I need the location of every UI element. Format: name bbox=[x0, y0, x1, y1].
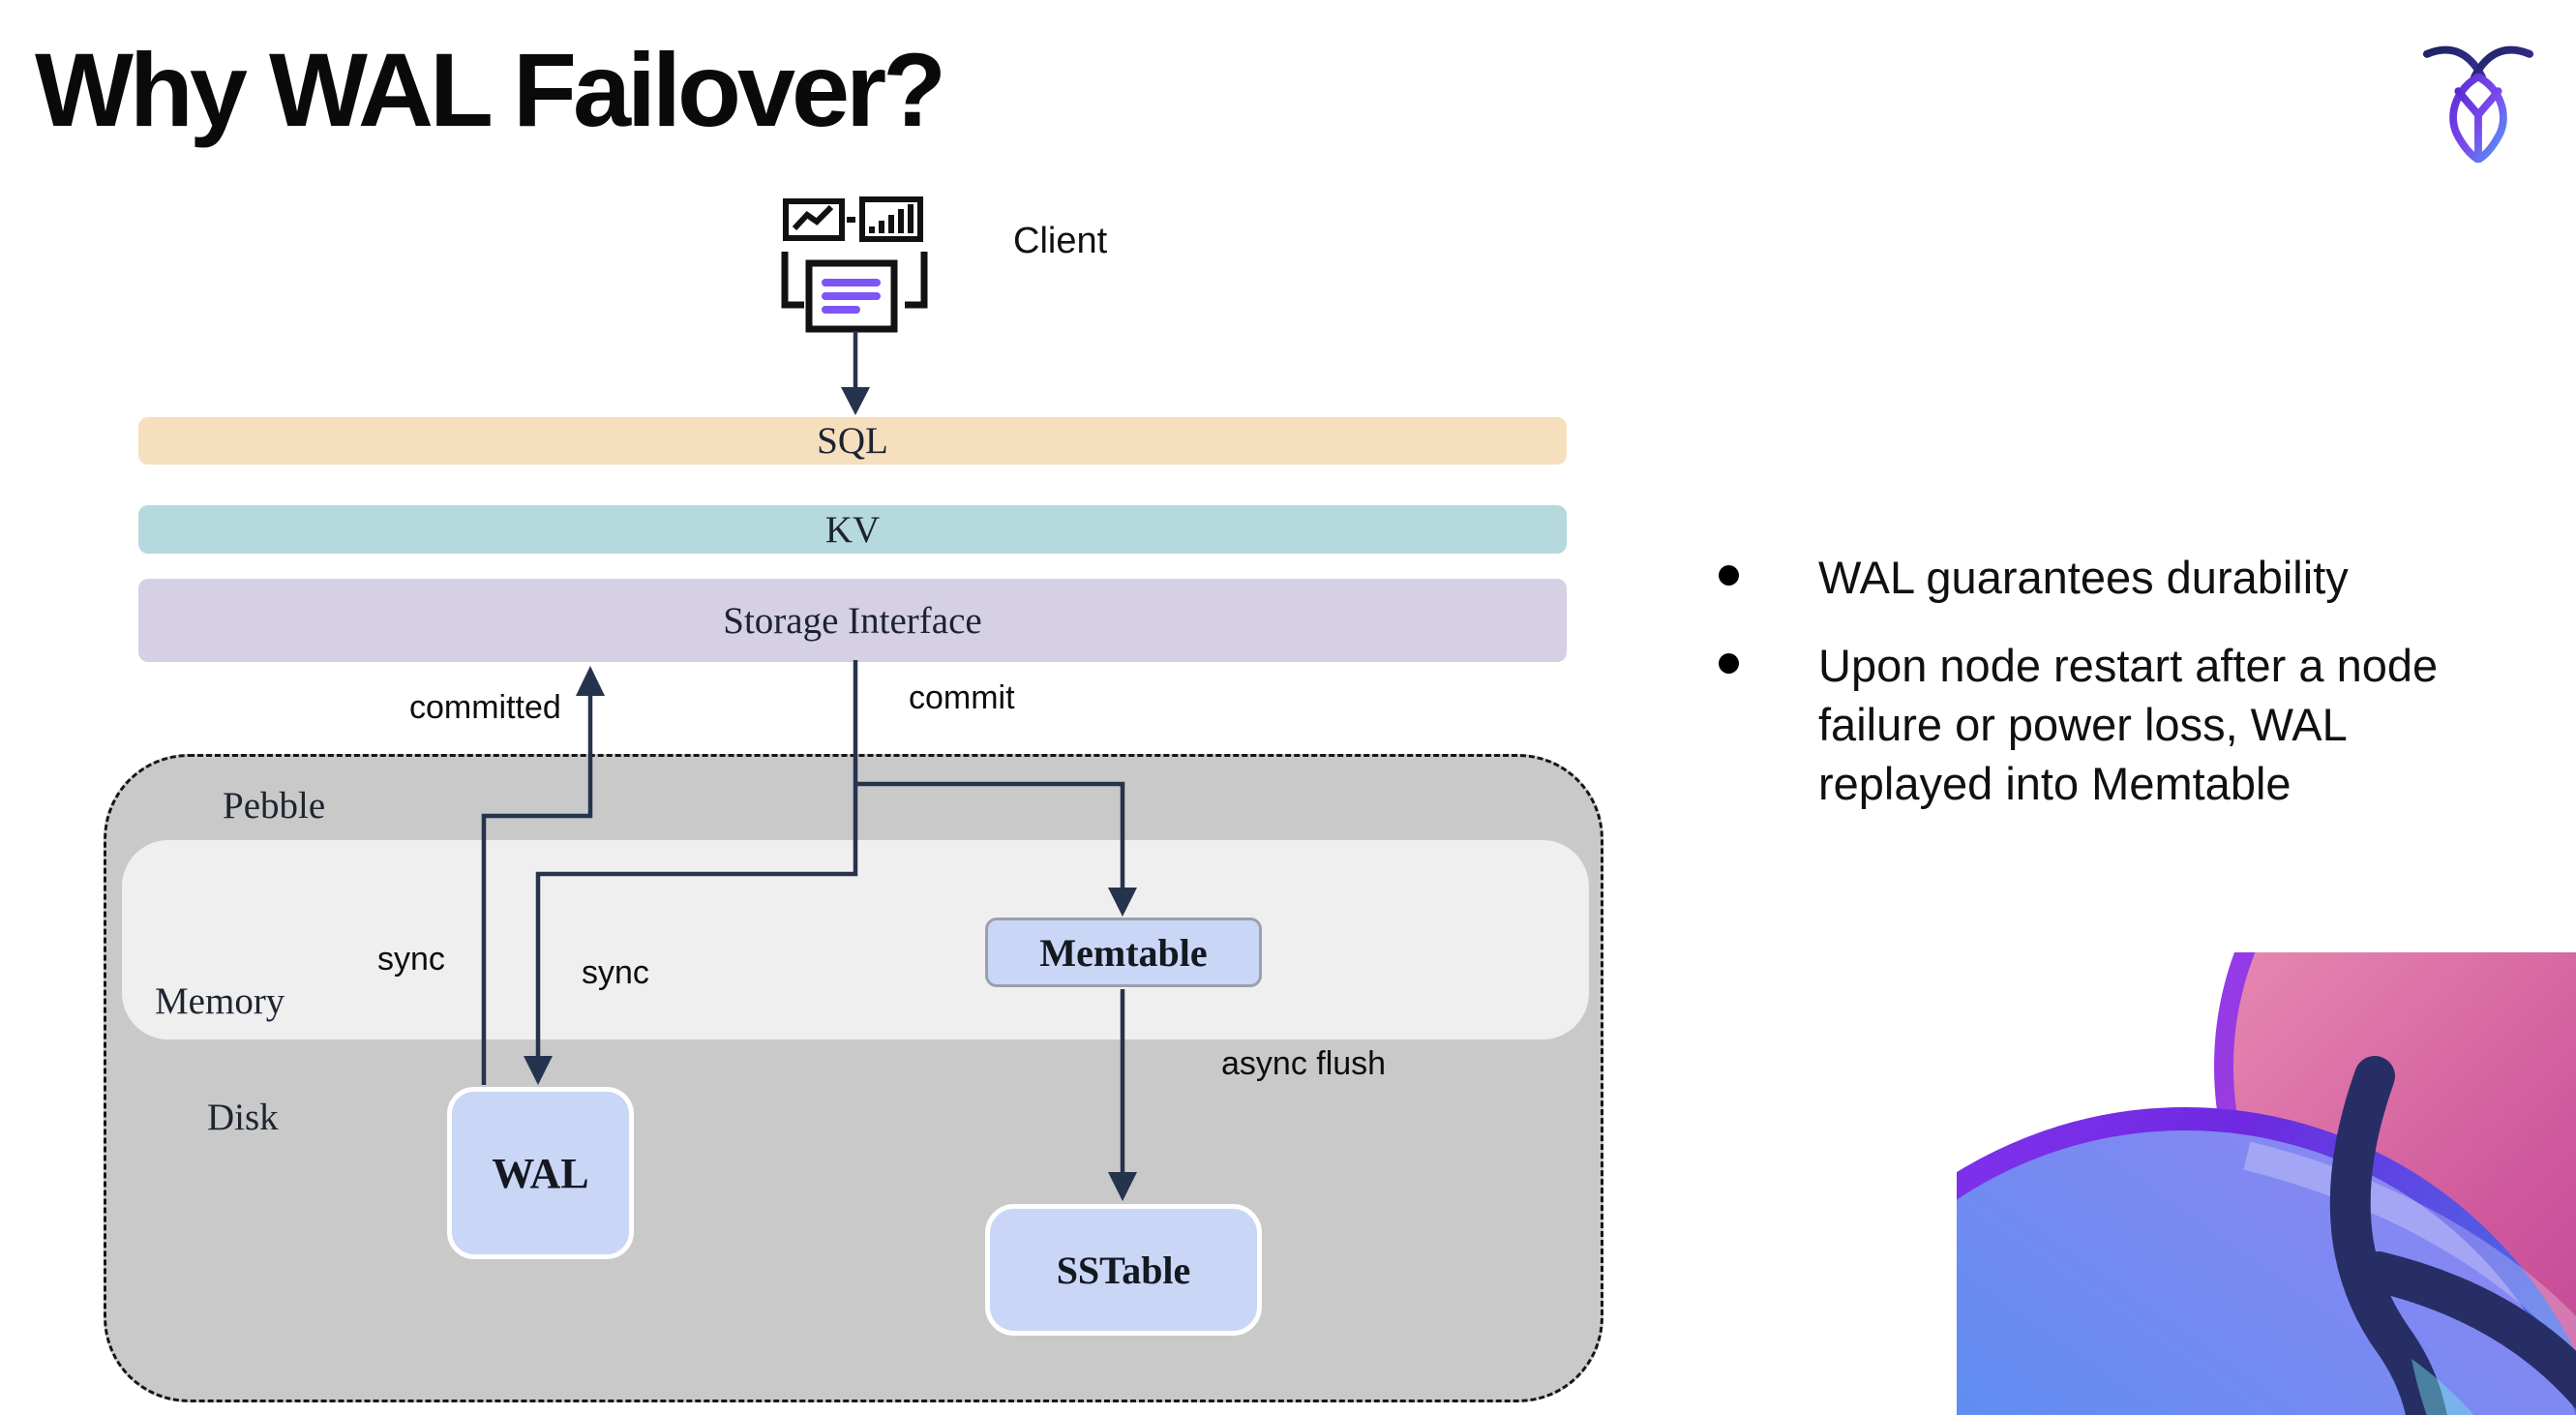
wal-node: WAL bbox=[447, 1087, 634, 1259]
pebble-label: Pebble bbox=[223, 785, 326, 827]
page-title: Why WAL Failover? bbox=[35, 31, 946, 148]
storage-interface-layer-bar: Storage Interface bbox=[138, 579, 1567, 662]
client-label: Client bbox=[1013, 221, 1108, 261]
bullet-text: Upon node restart after a node failure o… bbox=[1818, 640, 2439, 809]
bullet-item: Upon node restart after a node failure o… bbox=[1715, 636, 2537, 813]
memtable-label: Memtable bbox=[1039, 930, 1208, 975]
bullet-item: WAL guarantees durability bbox=[1715, 548, 2537, 607]
edge-label-commit: commit bbox=[909, 679, 1015, 716]
memtable-node: Memtable bbox=[985, 918, 1262, 987]
wal-label: WAL bbox=[492, 1149, 589, 1197]
edge-label-sync-right: sync bbox=[582, 954, 649, 991]
kv-layer-bar: KV bbox=[138, 505, 1567, 554]
bullet-text: WAL guarantees durability bbox=[1818, 552, 2349, 603]
memory-zone bbox=[122, 840, 1589, 1039]
client-apps-icon bbox=[781, 196, 928, 333]
cockroachdb-logo-icon bbox=[2422, 45, 2534, 163]
disk-label: Disk bbox=[207, 1097, 279, 1138]
bullet-list: WAL guarantees durability Upon node rest… bbox=[1715, 548, 2537, 813]
arrowhead-client bbox=[841, 387, 870, 415]
sstable-label: SSTable bbox=[1056, 1248, 1191, 1292]
edge-label-committed: committed bbox=[409, 689, 561, 726]
sstable-node: SSTable bbox=[985, 1204, 1262, 1336]
bullet-dot bbox=[1719, 653, 1739, 674]
arrowhead-committed bbox=[576, 666, 605, 696]
kv-layer-label: KV bbox=[824, 508, 881, 551]
edge-label-async-flush: async flush bbox=[1221, 1045, 1387, 1082]
memory-label: Memory bbox=[155, 980, 285, 1022]
edge-label-sync-left: sync bbox=[377, 941, 445, 978]
storage-interface-label: Storage Interface bbox=[723, 599, 982, 642]
sql-layer-bar: SQL bbox=[138, 417, 1567, 465]
corner-spheres-artwork bbox=[1957, 952, 2576, 1415]
bullet-dot bbox=[1719, 565, 1739, 586]
sql-layer-label: SQL bbox=[817, 420, 888, 462]
